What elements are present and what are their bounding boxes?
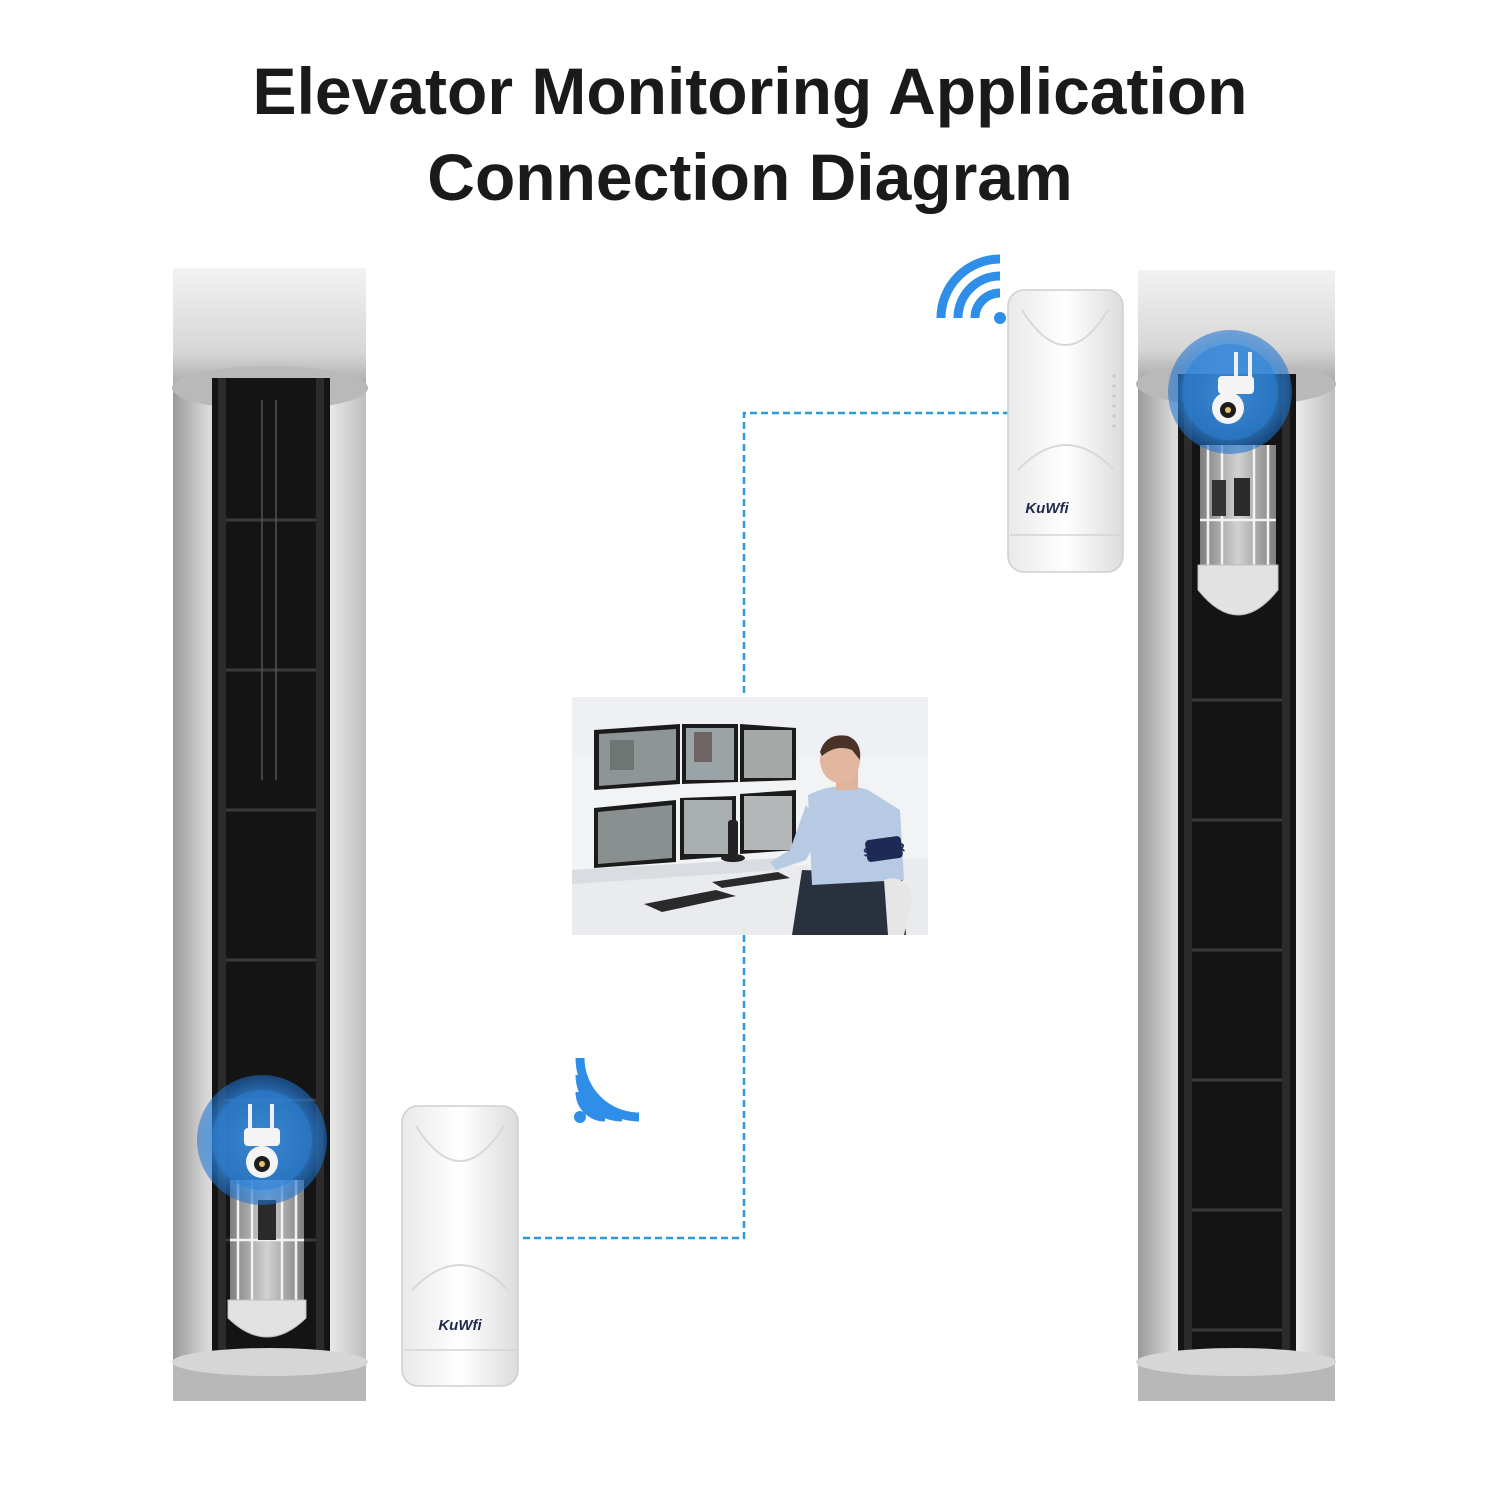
bottom-wireless-cpe: KuWfi: [401, 1105, 519, 1387]
diagram-title: Elevator Monitoring Application Connecti…: [0, 48, 1500, 220]
wifi-signal-icon: [936, 254, 1006, 324]
left-elevator-shaft: [172, 268, 368, 1401]
title-line-2: Connection Diagram: [427, 140, 1073, 214]
cpe-brand-logo: KuWfi: [1025, 500, 1069, 517]
link-top-cpe-to-monitor: [742, 411, 1010, 697]
link-monitor-to-bottom-cpe: [522, 935, 746, 1240]
ptz-camera-icon: [1168, 330, 1292, 454]
security-operator: SECUR: [770, 735, 912, 935]
wifi-signal-icon: [574, 1057, 640, 1123]
security-badge-text: SECUR: [862, 840, 906, 860]
network-cable-links: [522, 411, 1010, 1240]
top-wireless-cpe: KuWfi: [1007, 289, 1124, 573]
title-line-1: Elevator Monitoring Application: [252, 54, 1248, 128]
right-elevator-car: [1197, 445, 1279, 616]
monitoring-room-photo: SECUR: [572, 697, 928, 935]
video-wall: [594, 724, 796, 868]
ptz-camera-icon: [197, 1075, 327, 1205]
cpe-brand-logo: KuWfi: [438, 1317, 482, 1334]
right-elevator-shaft: [1136, 270, 1336, 1401]
